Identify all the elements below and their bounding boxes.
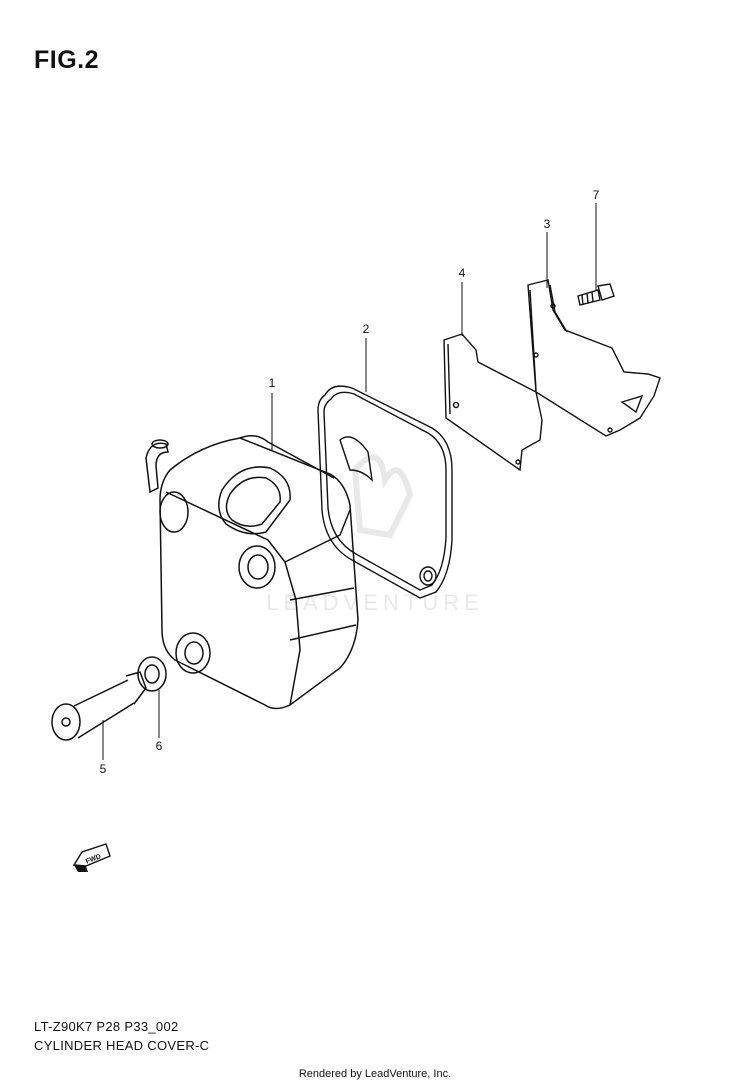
- assembly-name: CYLINDER HEAD COVER-C: [34, 1038, 210, 1053]
- callout-3: 3: [544, 217, 551, 231]
- callout-5: 5: [100, 762, 107, 776]
- bolt-washer[interactable]: [137, 656, 167, 692]
- callout-7: 7: [593, 188, 600, 202]
- watermark-text: LEADVENTURE: [266, 590, 484, 615]
- cover-gasket[interactable]: [317, 385, 453, 599]
- callout-2: 2: [363, 322, 370, 336]
- render-credit: Rendered by LeadVenture, Inc.: [298, 1068, 452, 1080]
- leader-lines: [102, 203, 597, 760]
- model-code: LT-Z90K7 P28 P33_002: [34, 1019, 179, 1034]
- figure-title: FIG.2: [34, 46, 100, 74]
- callout-1: 1: [269, 376, 276, 390]
- callout-labels: 1 2 3 4 5 6 7: [100, 188, 600, 776]
- small-bolt[interactable]: [577, 283, 615, 306]
- bracket-plate[interactable]: [527, 279, 661, 437]
- cylinder-head-cover[interactable]: [145, 435, 359, 710]
- callout-4: 4: [459, 266, 466, 280]
- cover-bolt[interactable]: [51, 671, 147, 741]
- gasket-plate[interactable]: [443, 333, 543, 472]
- watermark: LEADVENTURE: [266, 454, 484, 615]
- callout-6: 6: [156, 739, 163, 753]
- forward-direction-arrow-icon: FWD: [72, 843, 111, 872]
